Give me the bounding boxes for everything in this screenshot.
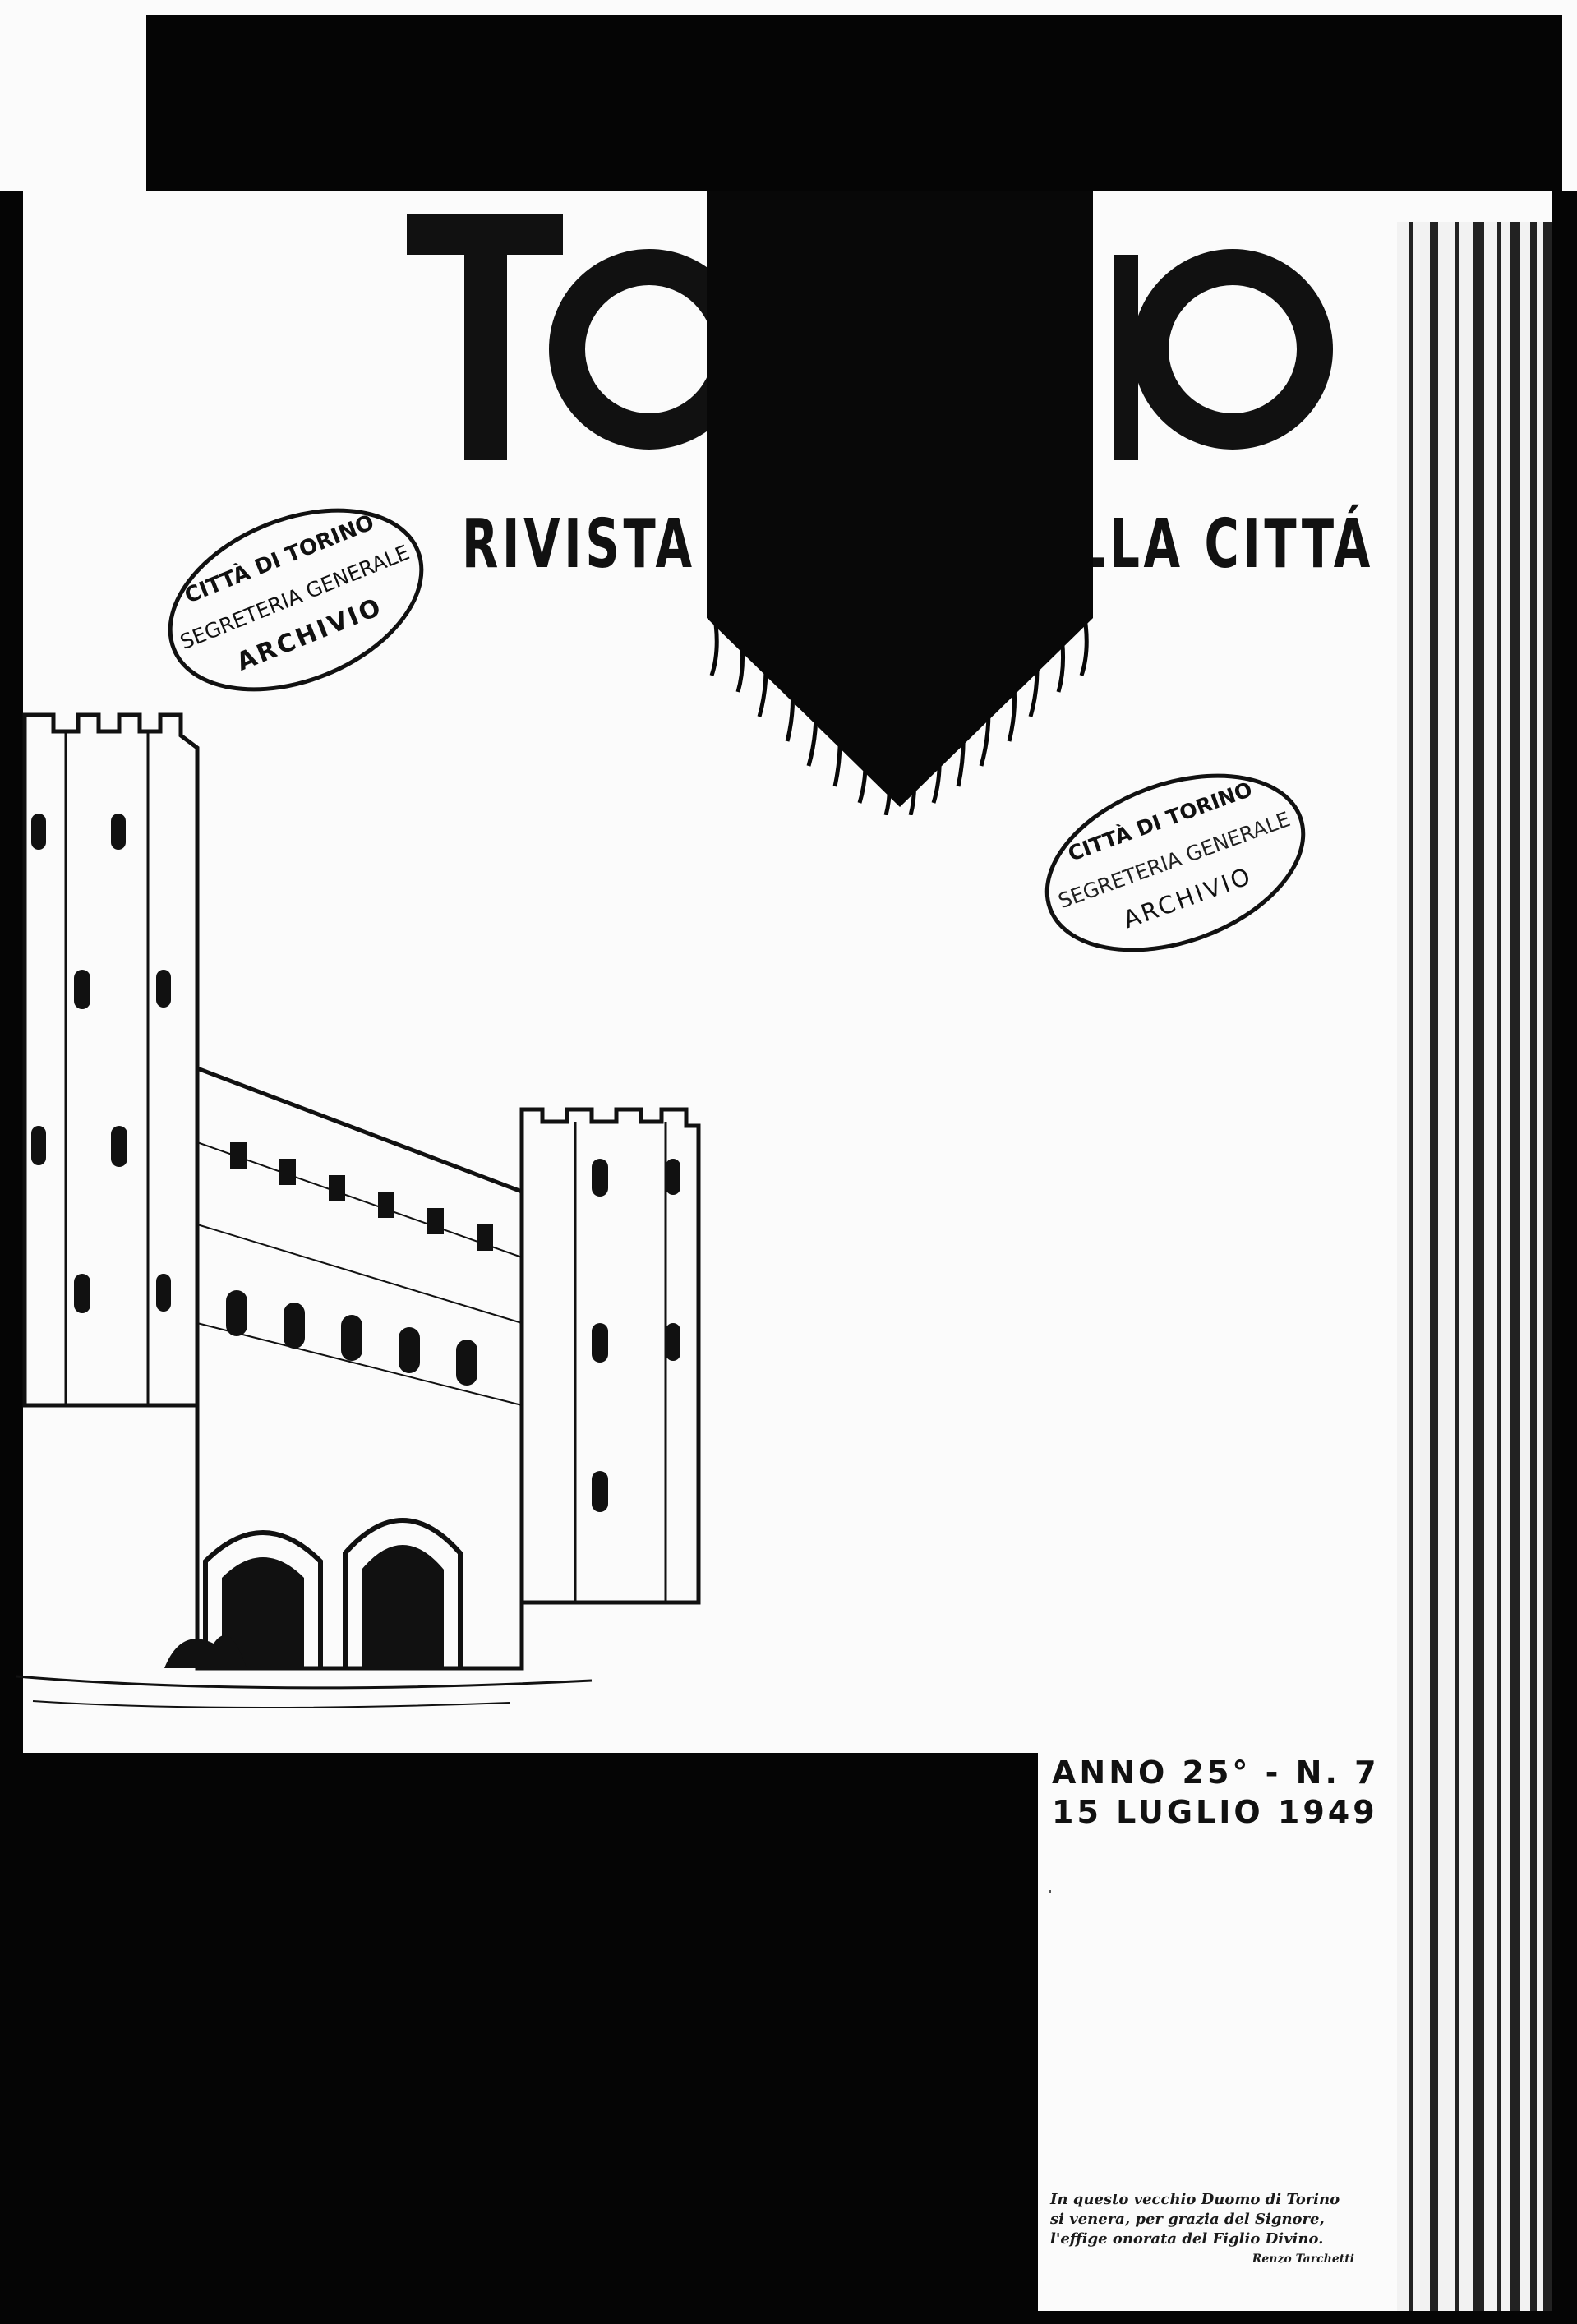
scan-mask-top: [146, 15, 1562, 191]
redaction-block: [16, 1753, 1038, 2313]
scan-mask-right: [1552, 191, 1577, 2324]
pennant-banner: [707, 191, 1093, 815]
caption-text: In questo vecchio Duomo di Torino si ven…: [1050, 2191, 1340, 2248]
porta-palatina-illustration: [16, 712, 701, 1709]
cover-caption: In questo vecchio Duomo di Torino si ven…: [1050, 2190, 1354, 2269]
scan-speck: [1049, 1890, 1051, 1893]
page-edges-stack: [1397, 222, 1552, 2311]
scan-mask-bottom: [0, 2311, 1577, 2324]
archive-stamp: CITTÀ DI TORINO SEGRETERIA GENERALE ARCH…: [156, 485, 436, 715]
archive-stamp: CITTÀ DI TORINO SEGRETERIA GENERALE ARCH…: [1035, 756, 1315, 970]
issue-date: 15 LUGLIO 1949: [1052, 1794, 1378, 1830]
issue-number: ANNO 25° - N. 7: [1052, 1755, 1380, 1791]
issue-info: ANNO 25° - N. 7 15 LUGLIO 1949: [1052, 1753, 1380, 1832]
caption-signature: Renzo Tarchetti: [1252, 2253, 1354, 2266]
